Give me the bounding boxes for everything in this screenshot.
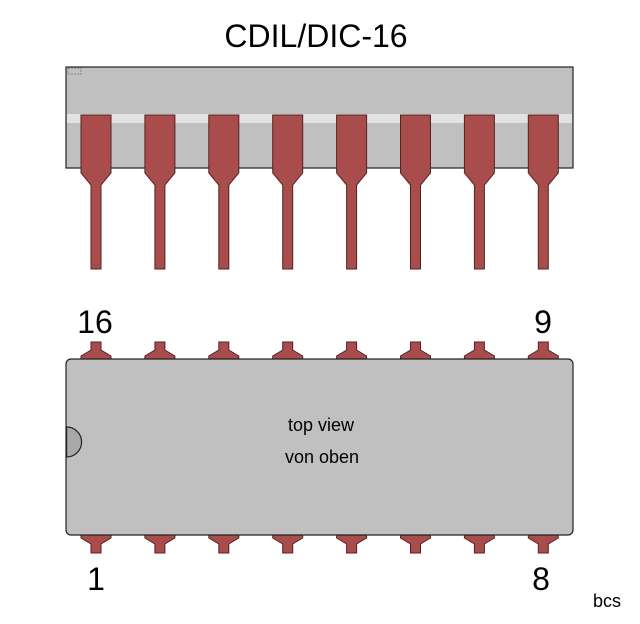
pin1-marker	[67, 67, 82, 75]
side-pin	[336, 114, 368, 270]
bottom-pin	[400, 533, 431, 554]
side-pin	[272, 114, 304, 270]
pin-label-1: 1	[87, 561, 105, 597]
top-pin	[463, 341, 495, 361]
von-oben-label: von oben	[285, 447, 359, 467]
side-pin	[400, 114, 431, 270]
side-pin	[463, 114, 495, 270]
bottom-pin	[272, 533, 304, 554]
bottom-pin	[336, 533, 368, 554]
side-pin	[80, 114, 112, 270]
top-pin	[208, 341, 240, 361]
side-pin	[144, 114, 176, 270]
bottom-pin	[527, 533, 559, 554]
top-pin	[144, 341, 176, 361]
top-view-label: top view	[288, 415, 355, 435]
bottom-pin	[208, 533, 240, 554]
top-pin	[400, 341, 431, 361]
bottom-pin	[463, 533, 495, 554]
top-pin	[80, 341, 112, 361]
notch	[66, 426, 83, 458]
title: CDIL/DIC-16	[224, 18, 407, 54]
pin-label-16: 16	[77, 304, 113, 340]
top-pin	[527, 341, 559, 361]
top-pin	[336, 341, 368, 361]
side-pin	[208, 114, 240, 270]
pin-label-9: 9	[534, 304, 552, 340]
top-pin	[272, 341, 304, 361]
author-label: bcs	[593, 591, 621, 611]
side-view	[65, 66, 574, 270]
bottom-pin	[80, 533, 112, 554]
side-band	[67, 114, 572, 123]
pin-label-8: 8	[532, 561, 550, 597]
side-pin	[527, 114, 559, 270]
bottom-pin	[144, 533, 176, 554]
